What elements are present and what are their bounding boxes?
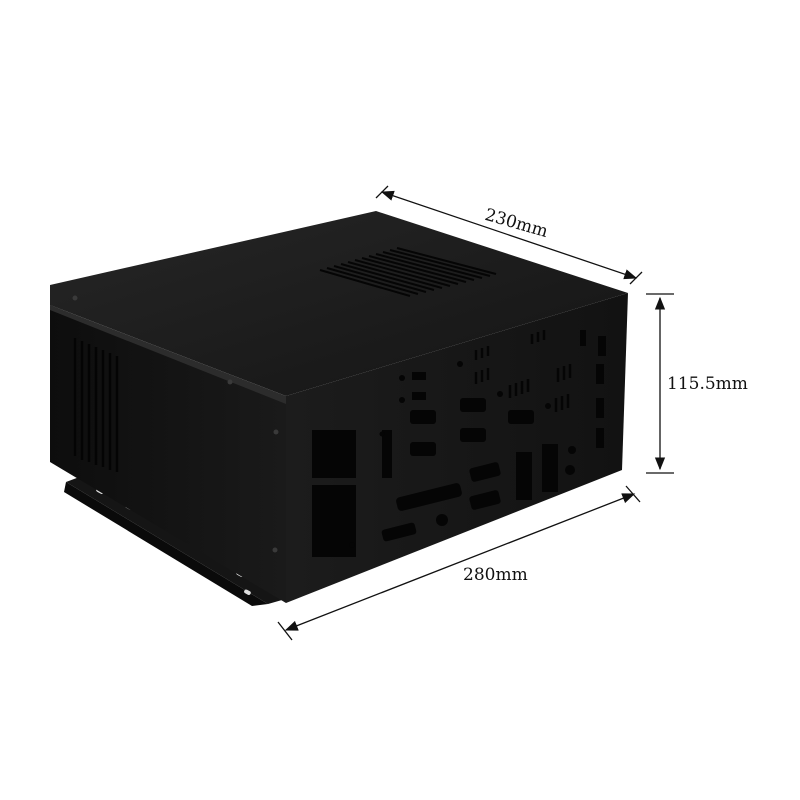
width-dimension-line bbox=[284, 493, 636, 631]
io-cutouts bbox=[312, 330, 606, 557]
expansion-slot-cover bbox=[312, 430, 356, 478]
lan-port-icon bbox=[516, 452, 532, 500]
height-label: 115.5mm bbox=[667, 374, 748, 394]
case-top-edge bbox=[50, 305, 286, 404]
depth-dimension-line bbox=[380, 190, 638, 280]
width-label: 280mm bbox=[463, 565, 528, 585]
side-vent bbox=[73, 338, 119, 472]
panel-vents bbox=[474, 330, 572, 412]
dimension-lines bbox=[277, 185, 674, 641]
case-screws bbox=[72, 295, 279, 553]
